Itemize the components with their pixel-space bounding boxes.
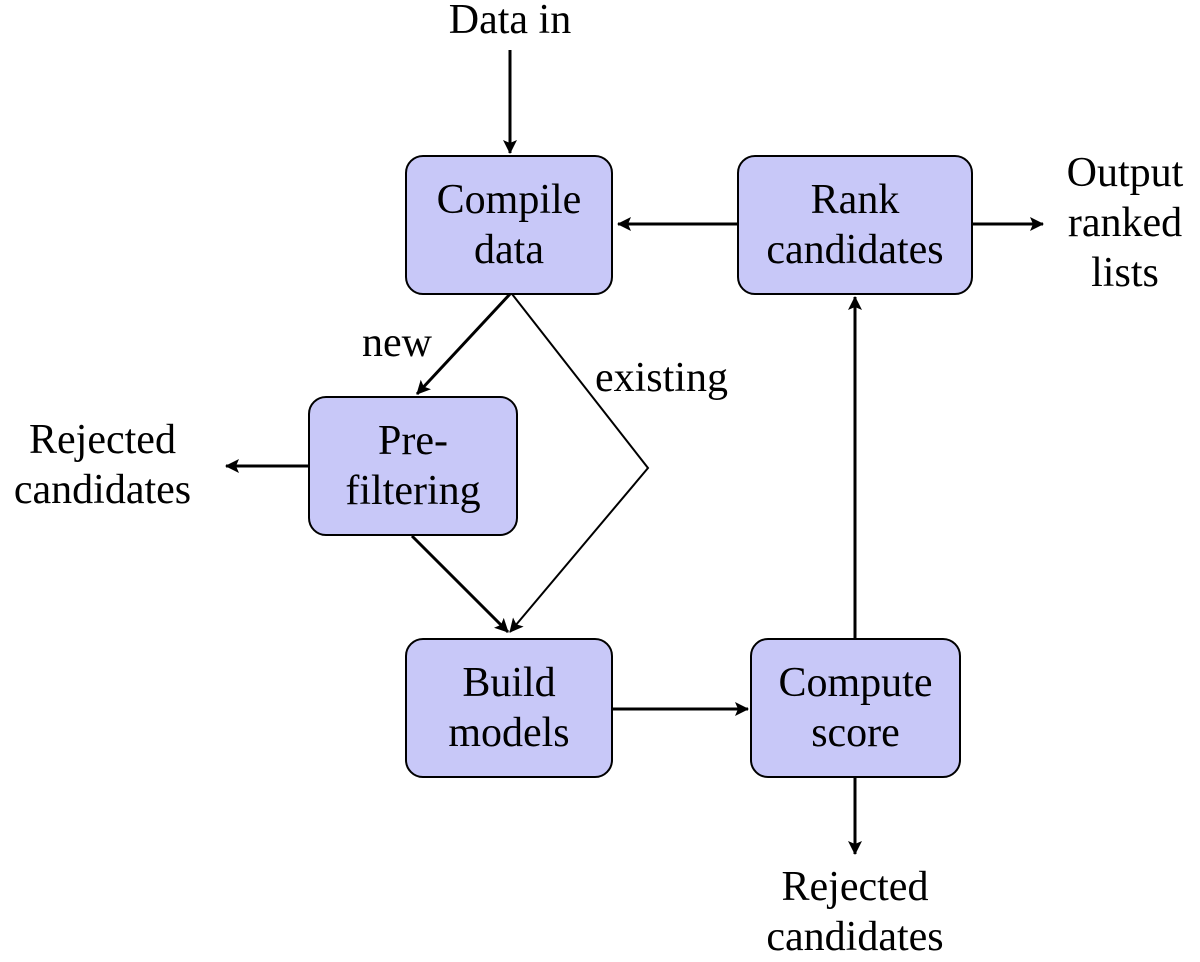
rejected-bottom-line-2: candidates bbox=[766, 914, 944, 960]
rejected-left-line-1: Rejected bbox=[29, 417, 176, 463]
edge-label-existing: existing bbox=[595, 353, 728, 403]
compute-score-line-1: Compute bbox=[778, 660, 933, 706]
edge-label-new: new bbox=[362, 318, 432, 368]
compute-score-node: Compute score bbox=[750, 638, 961, 778]
arrow-prefilter-to-build bbox=[410, 534, 510, 634]
prefiltering-node: Pre- filtering bbox=[308, 396, 518, 536]
arrow-compile-to-prefilter bbox=[415, 292, 512, 396]
rejected-candidates-left-label: Rejected candidates bbox=[0, 415, 205, 515]
output-ranked-line-1: Output bbox=[1066, 150, 1184, 196]
edge-label-existing-text: existing bbox=[595, 355, 728, 401]
rejected-candidates-bottom-label: Rejected candidates bbox=[745, 862, 965, 962]
arrow-compile-to-build-existing bbox=[509, 293, 650, 633]
compute-score-line-2: score bbox=[811, 710, 900, 756]
build-models-line-2: models bbox=[448, 710, 570, 756]
rank-candidates-line-2: candidates bbox=[766, 227, 944, 273]
compile-data-line-2: data bbox=[474, 227, 544, 273]
build-models-node: Build models bbox=[405, 638, 613, 778]
data-in-label: Data in bbox=[400, 0, 620, 45]
prefiltering-line-1: Pre- bbox=[378, 418, 448, 464]
prefiltering-line-2: filtering bbox=[345, 468, 481, 514]
edge-label-new-text: new bbox=[362, 320, 432, 366]
build-models-line-1: Build bbox=[462, 660, 556, 706]
compile-data-node: Compile data bbox=[405, 155, 613, 295]
output-ranked-lists-label: Output ranked lists bbox=[1050, 148, 1200, 298]
output-ranked-line-2: ranked bbox=[1067, 200, 1183, 246]
output-ranked-line-3: lists bbox=[1091, 250, 1159, 296]
compile-data-line-1: Compile bbox=[436, 177, 582, 223]
rank-candidates-line-1: Rank bbox=[810, 177, 900, 223]
rejected-bottom-line-1: Rejected bbox=[781, 864, 929, 910]
data-in-text: Data in bbox=[448, 0, 572, 43]
rank-candidates-node: Rank candidates bbox=[737, 155, 973, 295]
rejected-left-line-2: candidates bbox=[13, 467, 192, 513]
